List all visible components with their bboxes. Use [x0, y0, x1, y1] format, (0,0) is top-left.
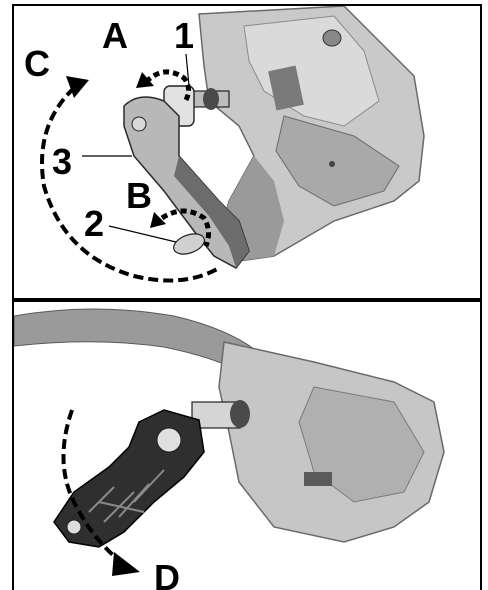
label-d: D: [154, 560, 180, 590]
leader-1: [186, 54, 189, 86]
leader-2: [109, 226, 176, 242]
label-b: B: [126, 178, 152, 214]
bottom-panel: D: [12, 300, 482, 590]
housing-hole: [329, 161, 335, 167]
top-panel: A 1 C 3 B 2: [12, 4, 482, 300]
arrow-d-head: [112, 552, 140, 576]
bottom-illustration: [14, 302, 480, 590]
label-c: C: [24, 46, 50, 82]
top-illustration: [14, 6, 480, 298]
top-knob: [323, 30, 341, 46]
bolt-nut-bottom: [230, 400, 250, 428]
lever-pivot-bottom: [157, 428, 181, 452]
lever-pivot: [132, 117, 146, 131]
lever-end-hole: [67, 520, 81, 534]
bolt-nut: [203, 88, 219, 110]
label-1: 1: [174, 18, 194, 54]
label-3: 3: [52, 144, 72, 180]
housing-slot-bottom: [304, 472, 332, 486]
label-a: A: [102, 18, 128, 54]
label-2: 2: [84, 206, 104, 242]
